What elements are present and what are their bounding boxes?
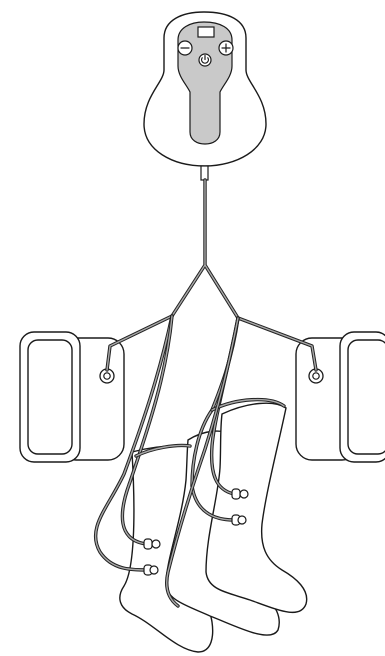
cable-middle-lead <box>165 316 240 608</box>
electrode-pad-right <box>295 331 385 463</box>
leg-sleeve-right <box>205 402 308 613</box>
sleeve-connector-2 <box>143 564 159 576</box>
cable-harness <box>93 178 318 608</box>
cable-trunk <box>170 178 240 320</box>
cable-branch-left-sleeve <box>93 314 174 572</box>
power-button[interactable] <box>198 53 212 67</box>
controller-display <box>197 26 215 38</box>
minus-button[interactable] <box>177 40 193 56</box>
cable-branch-left-pad <box>105 314 174 372</box>
pad-snap-right <box>308 368 324 384</box>
pad-snap-left <box>99 368 115 384</box>
cable-loop-left <box>134 443 192 458</box>
plus-button[interactable] <box>218 40 234 56</box>
controller-panel <box>177 21 233 145</box>
power-icon <box>201 57 209 64</box>
controller-connector <box>200 165 209 181</box>
cable-branch-right-pad <box>236 316 318 372</box>
sleeve-connector-4 <box>231 514 247 526</box>
sleeve-connector-1 <box>143 538 161 550</box>
sleeve-connector-3 <box>231 488 249 500</box>
remote-controller <box>143 11 267 181</box>
